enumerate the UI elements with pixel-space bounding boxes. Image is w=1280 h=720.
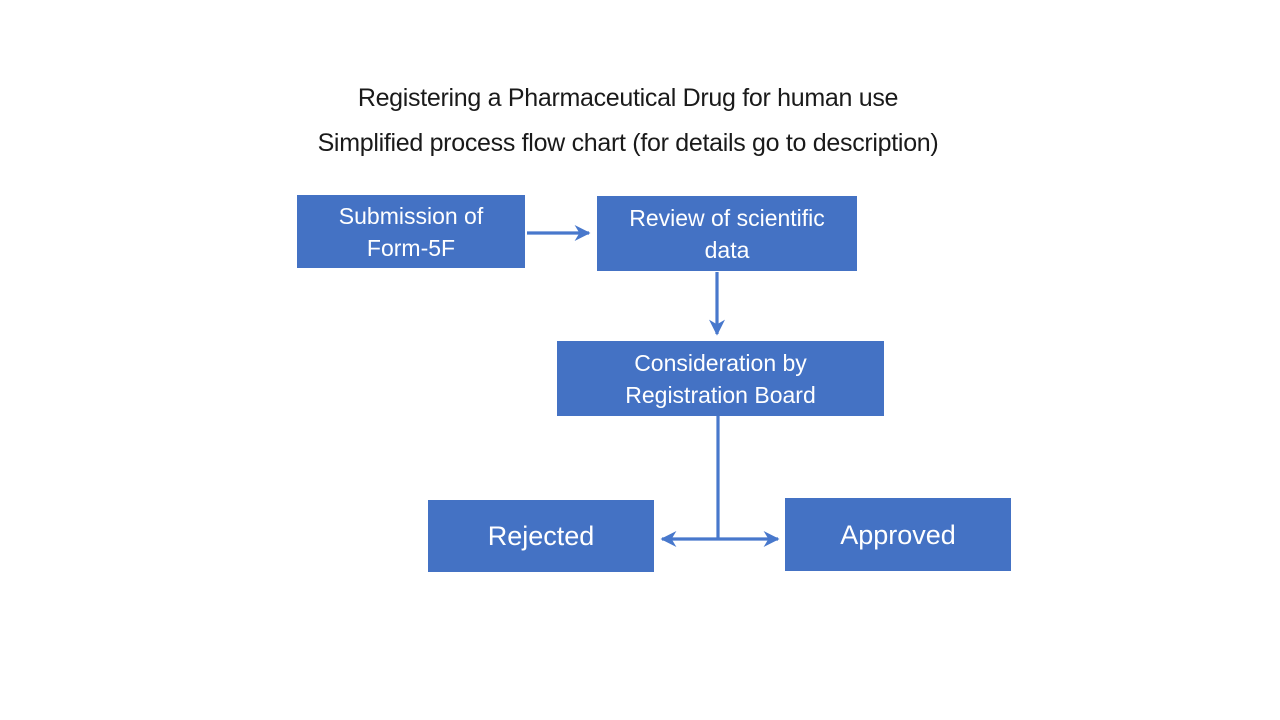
flowchart-node-submission: Submission of Form-5F (297, 195, 525, 268)
flowchart-node-review: Review of scientific data (597, 196, 857, 271)
flowchart-node-rejected: Rejected (428, 500, 654, 572)
chart-title: Registering a Pharmaceutical Drug for hu… (357, 84, 899, 112)
flowchart-node-consideration: Consideration by Registration Board (557, 341, 884, 416)
chart-subtitle: Simplified process flow chart (for detai… (317, 129, 939, 157)
flowchart-node-approved: Approved (785, 498, 1011, 571)
